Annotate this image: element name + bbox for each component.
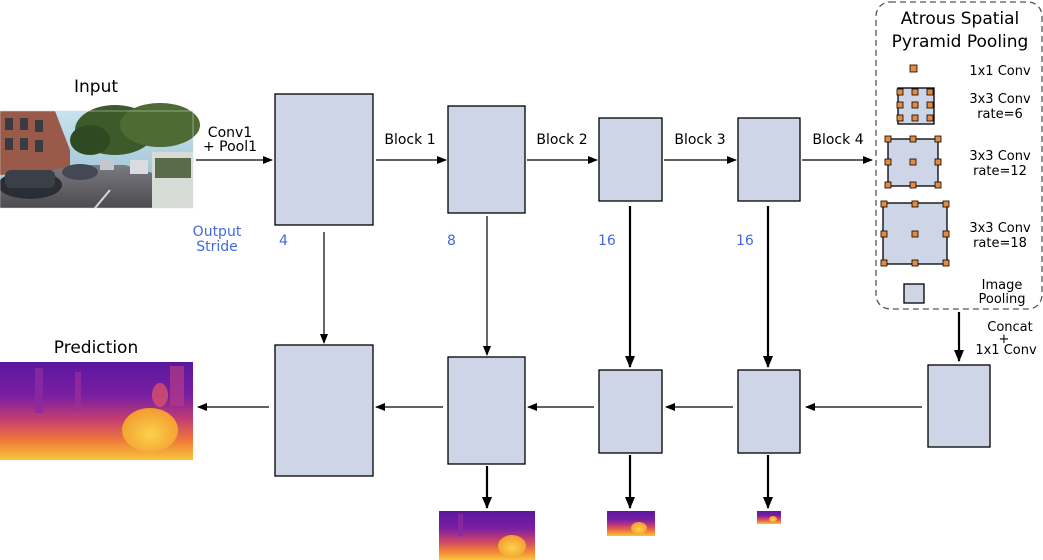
conv1-label-line2: + Pool1 xyxy=(203,139,257,155)
decoder-box-16a xyxy=(598,369,663,454)
stride-value: 8 xyxy=(447,233,456,249)
stride-value: 4 xyxy=(279,233,288,249)
kernel-rate18-icon xyxy=(880,200,950,267)
encoder-box-block1 xyxy=(447,105,526,214)
image-pooling-icon xyxy=(903,283,925,304)
concat-label-line3: 1x1 Conv xyxy=(975,343,1037,358)
conv1-label-line1: Conv1 xyxy=(208,125,252,141)
decoder-box-4 xyxy=(274,344,374,477)
aspp-item-label: 1x1 Conv xyxy=(969,64,1031,79)
block1-label: Block 1 xyxy=(384,132,435,148)
side-output-image-8 xyxy=(439,511,535,560)
aspp-item-label: rate=12 xyxy=(973,164,1027,179)
aspp-output-box xyxy=(927,364,991,448)
aspp-title-line1: Atrous Spatial xyxy=(901,9,1020,29)
encoder-box-block2 xyxy=(598,117,663,202)
kernel-1x1-icon xyxy=(909,64,918,73)
decoder-box-16b xyxy=(737,369,801,454)
stride-value: 16 xyxy=(598,233,616,249)
encoder-box-stride4 xyxy=(274,93,374,226)
encoder-box-block3 xyxy=(737,117,801,202)
side-output-image-16a xyxy=(607,511,655,536)
aspp-item-label: rate=18 xyxy=(973,236,1027,251)
decoder-box-8 xyxy=(447,356,526,465)
aspp-item-label: 3x3 Conv xyxy=(969,92,1031,107)
concat-label-line1: Concat xyxy=(987,320,1032,335)
kernel-rate12-icon xyxy=(884,135,942,189)
block4-label: Block 4 xyxy=(812,132,863,148)
stride-value: 16 xyxy=(736,233,754,249)
aspp-title-line2: Pyramid Pooling xyxy=(892,32,1029,52)
aspp-item-label: 3x3 Conv xyxy=(969,221,1031,236)
aspp-item-label: Image xyxy=(982,278,1023,293)
input-title: Input xyxy=(74,77,118,97)
aspp-item-label: 3x3 Conv xyxy=(969,149,1031,164)
side-output-image-16b xyxy=(757,511,781,524)
concat-label-line2: + xyxy=(999,332,1010,347)
aspp-item-label: Pooling xyxy=(979,292,1026,307)
output-stride-label-line2: Stride xyxy=(196,239,238,255)
aspp-item-label: rate=6 xyxy=(977,107,1023,122)
output-stride-label-line1: Output xyxy=(193,224,242,240)
input-image xyxy=(0,103,200,209)
block3-label: Block 3 xyxy=(674,132,725,148)
aspp-panel: Atrous Spatial Pyramid Pooling 1x1 Conv … xyxy=(875,1,1043,310)
kernel-rate6-icon xyxy=(896,87,935,125)
block2-label: Block 2 xyxy=(536,132,587,148)
prediction-image xyxy=(0,362,193,460)
prediction-title: Prediction xyxy=(54,338,138,358)
